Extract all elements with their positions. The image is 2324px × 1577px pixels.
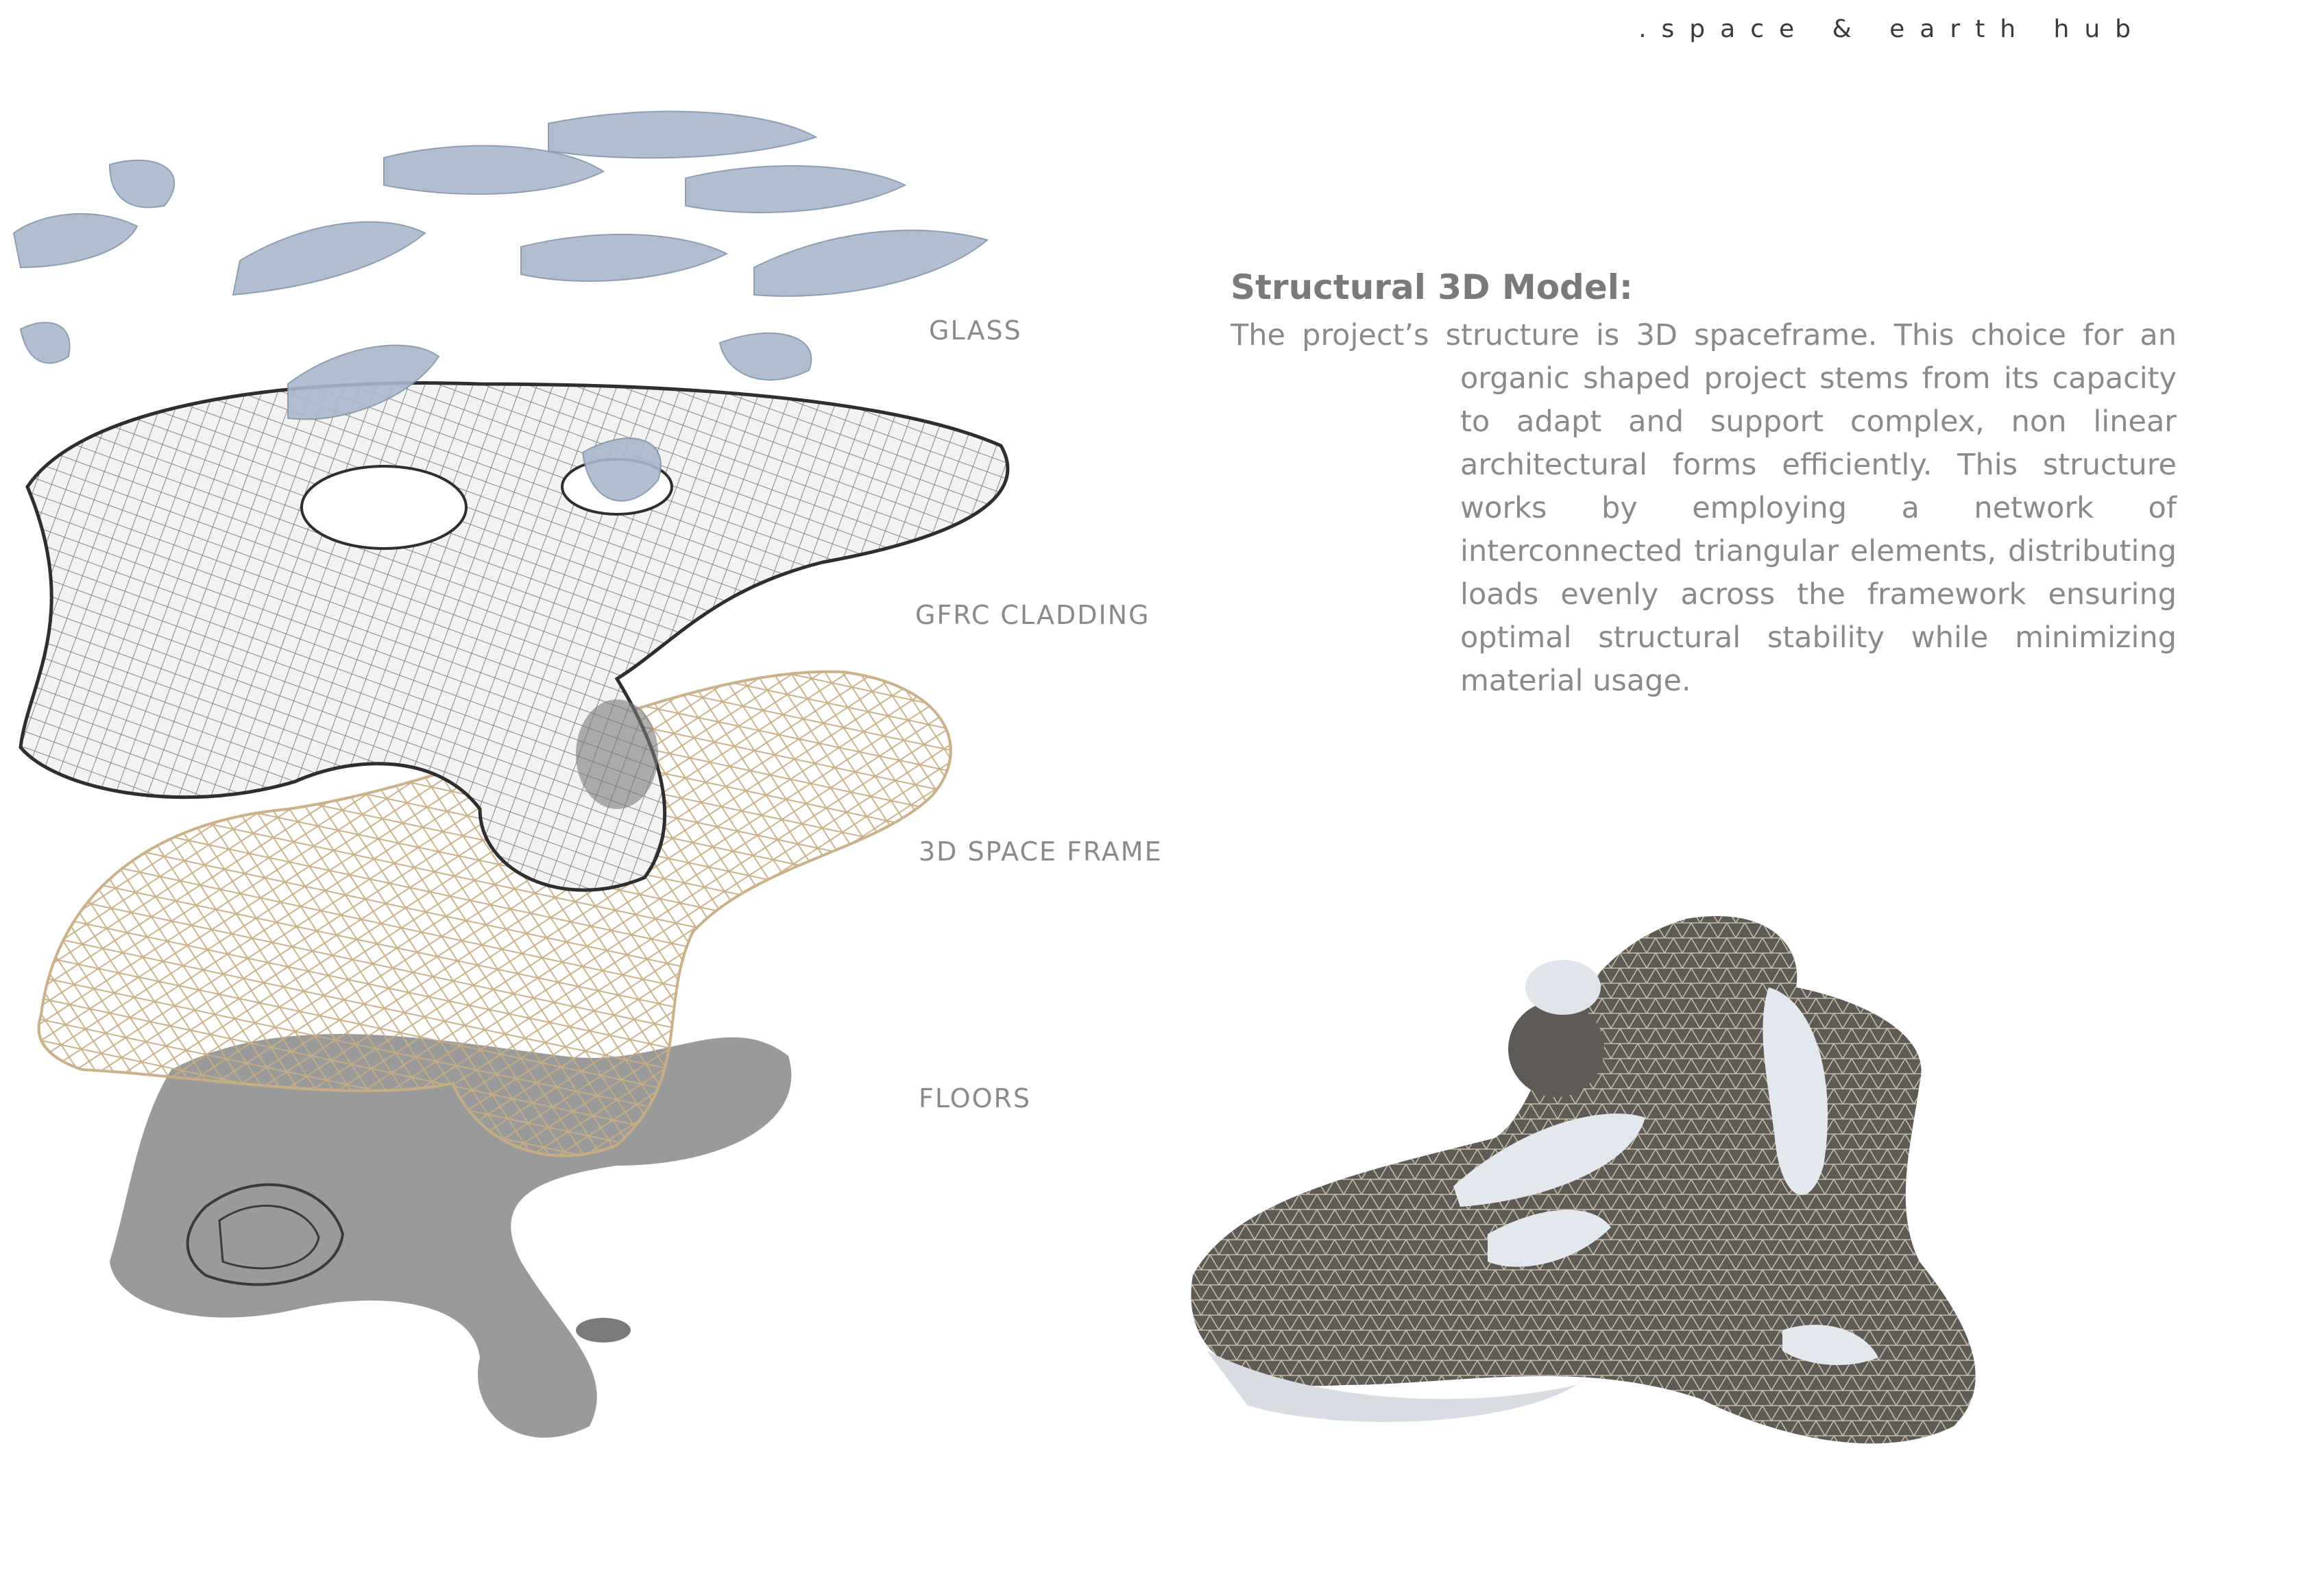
structure-description: Structural 3D Model: The project’s struc… [1231,267,2177,703]
project-brand: .space & earth hub [1638,15,2146,43]
label-floors: FLOORS [919,1083,1032,1113]
label-gfrc-cladding: GFRC CLADDING [915,600,1150,630]
spaceframe-render-illustration [1191,916,1976,1444]
cladding-layer [19,381,1010,892]
exploded-axonometric-diagram: GLASS GFRC CLADDING 3D SPACE FRAME FLOOR… [0,96,1165,1467]
floors-layer [110,1034,792,1438]
exploded-layers-illustration [12,110,1010,1438]
label-3d-space-frame: 3D SPACE FRAME [919,836,1163,867]
label-glass: GLASS [929,315,1022,346]
spaceframe-render [1165,878,2221,1495]
section-body: The project’s structure is 3D spaceframe… [1231,318,2177,698]
spaceframe-layer [37,670,952,1157]
section-heading: Structural 3D Model: [1231,267,1633,307]
glass-layer [12,110,989,502]
